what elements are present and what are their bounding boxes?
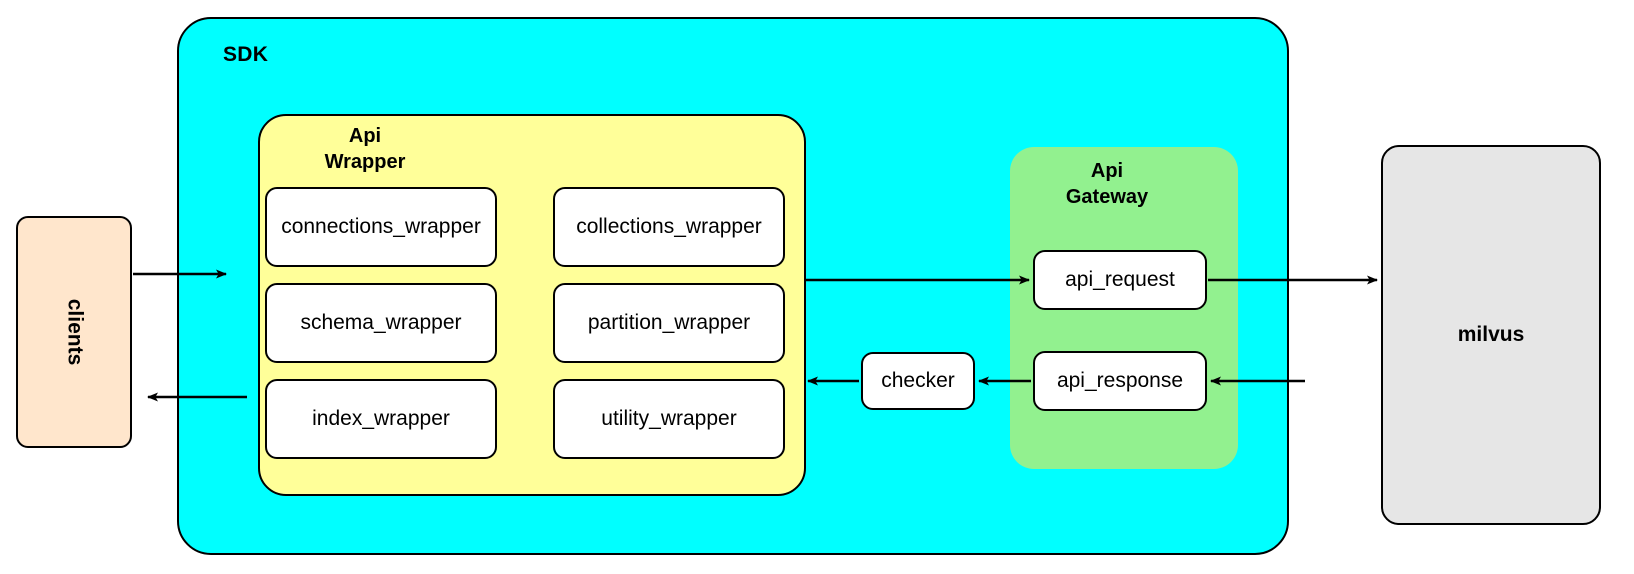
module-collections-wrapper[interactable]: collections_wrapper [553,187,785,267]
api-request-label: api_request [1065,268,1175,291]
api-request-node[interactable]: api_request [1033,250,1207,310]
api-wrapper-label-line2: Wrapper [324,150,406,173]
module-index-wrapper[interactable]: index_wrapper [265,379,497,459]
api-response-node[interactable]: api_response [1033,351,1207,411]
checker-node[interactable]: checker [861,352,975,410]
module-label: utility_wrapper [601,407,737,430]
module-label: index_wrapper [312,407,450,430]
api-wrapper-label-line1: Api [348,125,382,147]
clients-node[interactable]: clients [16,216,132,448]
milvus-label: milvus [1457,323,1525,346]
api-response-label: api_response [1056,369,1184,392]
module-schema-wrapper[interactable]: schema_wrapper [265,283,497,363]
sdk-label: SDK [223,43,269,66]
module-label: schema_wrapper [300,311,462,334]
module-label: collections_wrapper [576,215,762,238]
module-partition-wrapper[interactable]: partition_wrapper [553,283,785,363]
module-label: partition_wrapper [587,311,751,334]
milvus-node[interactable]: milvus [1381,145,1601,525]
clients-label: clients [63,298,86,366]
api-gateway-label-line2: Gateway [1065,185,1149,208]
checker-label: checker [881,369,955,392]
module-label: connections_wrapper [281,215,481,238]
module-connections-wrapper[interactable]: connections_wrapper [265,187,497,267]
api-gateway-label-line1: Api [1090,160,1124,182]
module-utility-wrapper[interactable]: utility_wrapper [553,379,785,459]
